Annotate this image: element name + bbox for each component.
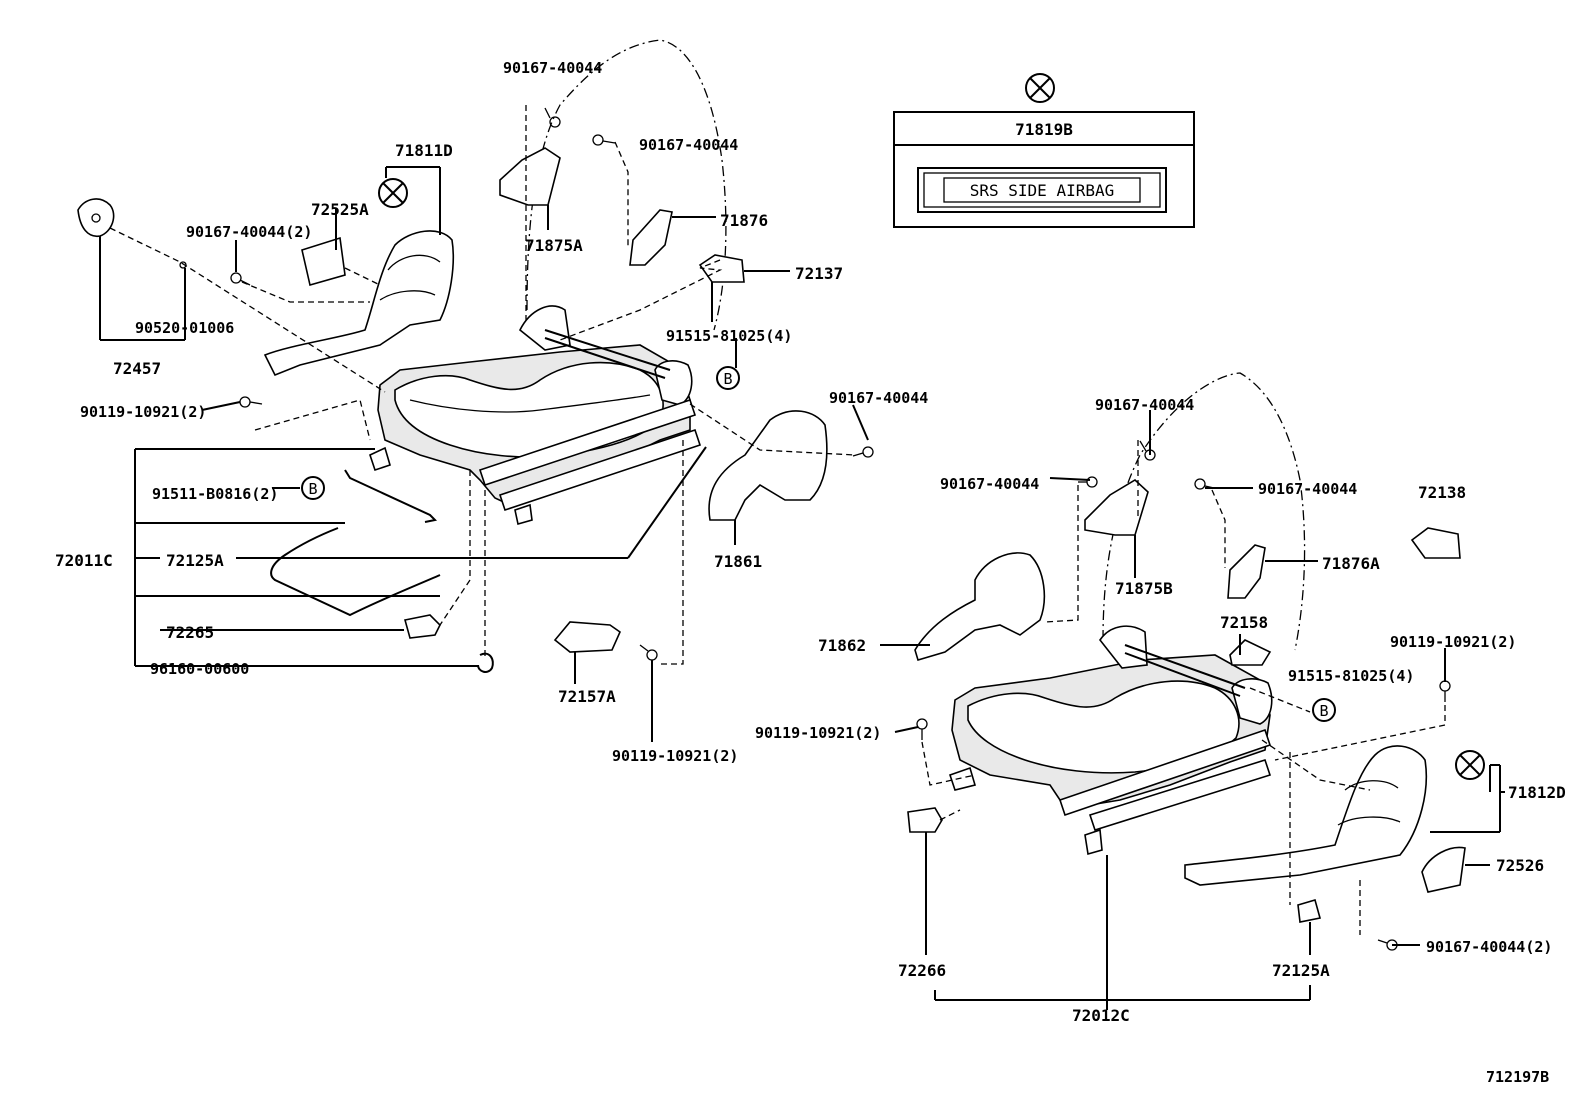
callout-91515-81025-4-b: 91515-81025(4): [1288, 667, 1414, 685]
callout-72011C: 72011C: [55, 551, 113, 570]
not-serviceable-symbol-left: [378, 178, 408, 208]
figure-id: 712197B: [1486, 1068, 1549, 1086]
b-marker-3: B: [1312, 698, 1336, 722]
callout-90167-40044-2-a: 90167-40044(2): [186, 223, 312, 241]
callout-90119-10921-2-b: 90119-10921(2): [612, 747, 738, 765]
callout-90167-40044-e: 90167-40044: [940, 475, 1039, 493]
b-marker-2-text: B: [723, 370, 732, 388]
left-leader-lines: [99, 166, 869, 742]
callout-72457: 72457: [113, 359, 161, 378]
callout-72525A: 72525A: [311, 200, 369, 219]
callout-72157A: 72157A: [558, 687, 616, 706]
b-marker-1-text: B: [308, 480, 317, 498]
callout-71811D: 71811D: [395, 141, 453, 160]
right-seat-illustration: [907, 372, 1466, 951]
callout-90167-40044-c: 90167-40044: [829, 389, 928, 407]
label-box-part-number: 71819B: [1015, 120, 1073, 139]
callout-90167-40044-2-b: 90167-40044(2): [1426, 938, 1552, 956]
callout-72158: 72158: [1220, 613, 1268, 632]
b-marker-3-text: B: [1319, 702, 1328, 720]
callout-71812D: 71812D: [1508, 783, 1566, 802]
right-leader-lines: [880, 410, 1505, 1010]
callout-90520-01006: 90520-01006: [135, 319, 234, 337]
callout-71875A: 71875A: [525, 236, 583, 255]
airbag-label-box: 71819B SRS SIDE AIRBAG: [893, 111, 1195, 228]
b-marker-1: B: [301, 476, 325, 500]
not-serviceable-symbol-top: [1025, 73, 1055, 103]
callout-90119-10921-2-c: 90119-10921(2): [1390, 633, 1516, 651]
callout-91515-81025-4-a: 91515-81025(4): [666, 327, 792, 345]
callout-90119-10921-2-d: 90119-10921(2): [755, 724, 881, 742]
airbag-label-text: SRS SIDE AIRBAG: [970, 181, 1115, 200]
callout-71876A: 71876A: [1322, 554, 1380, 573]
callout-91511-B0816-2: 91511-B0816(2): [152, 485, 278, 503]
callout-72138: 72138: [1418, 483, 1466, 502]
callout-71862: 71862: [818, 636, 866, 655]
callout-90119-10921-2-a: 90119-10921(2): [80, 403, 206, 421]
callout-72012C: 72012C: [1072, 1006, 1130, 1025]
callout-71875B: 71875B: [1115, 579, 1173, 598]
callout-72125A-a: 72125A: [166, 551, 224, 570]
right-callouts: 90167-40044 90167-40044 90167-40044 7213…: [755, 396, 1566, 1025]
callout-72137: 72137: [795, 264, 843, 283]
callout-90167-40044-b: 90167-40044: [639, 136, 738, 154]
callout-72266: 72266: [898, 961, 946, 980]
callout-72265: 72265: [166, 623, 214, 642]
left-seat-illustration: [77, 39, 874, 673]
not-serviceable-symbol-right: [1455, 750, 1485, 780]
callout-72125A-b: 72125A: [1272, 961, 1330, 980]
callout-71876: 71876: [720, 211, 768, 230]
callout-90167-40044-d: 90167-40044: [1095, 396, 1194, 414]
callout-96160-00600: 96160-00600: [150, 660, 249, 678]
callout-90167-40044-f: 90167-40044: [1258, 480, 1357, 498]
left-callouts: 90167-40044 90167-40044 71811D 72525A 90…: [55, 59, 928, 765]
callout-90167-40044-a: 90167-40044: [503, 59, 602, 77]
b-marker-2: B: [716, 366, 740, 390]
callout-72526: 72526: [1496, 856, 1544, 875]
callout-71861: 71861: [714, 552, 762, 571]
